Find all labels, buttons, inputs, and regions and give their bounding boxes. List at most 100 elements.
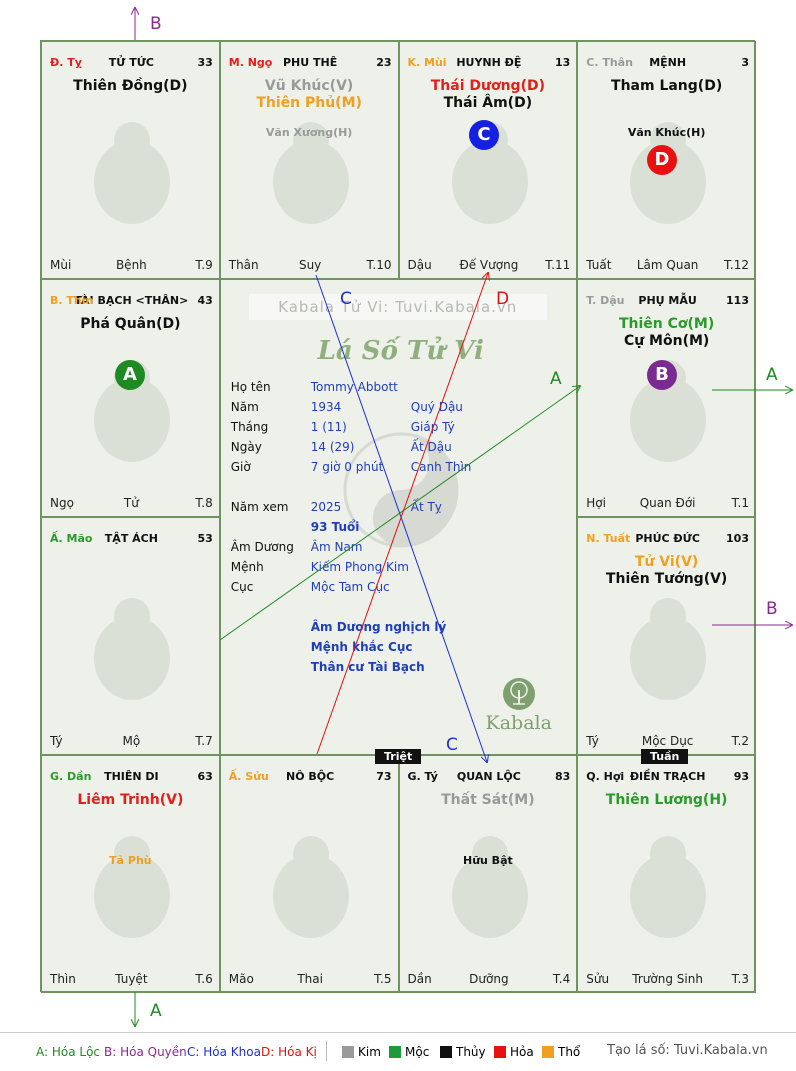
circle-d-marker: D xyxy=(647,145,677,175)
palace-branch: Thân xyxy=(228,258,259,272)
minor-star[interactable]: Văn Khúc(H) xyxy=(627,126,706,139)
palace-month: T.6 xyxy=(195,972,213,986)
site-link[interactable]: Tạo lá số: Tuvi.Kabala.vn xyxy=(607,1043,768,1058)
note-menh-cuc: Mệnh khắc Cục xyxy=(310,640,413,654)
legend-kim: Kim xyxy=(342,1045,381,1059)
zodiac-watermark-icon xyxy=(94,598,170,700)
major-star[interactable]: Vũ Khúc(V) xyxy=(264,78,354,94)
major-star[interactable]: Thiên Cơ(M) xyxy=(618,316,715,332)
label-a-bottom: A xyxy=(150,1001,162,1021)
minor-star[interactable]: Tả Phù xyxy=(109,854,152,867)
palace-branch: Dần xyxy=(407,972,432,986)
major-star[interactable]: Tử Vi(V) xyxy=(634,554,699,570)
value-thang: 1 (11) xyxy=(310,420,347,434)
minor-star[interactable]: Văn Xương(H) xyxy=(265,126,353,139)
value-ho-ten: Tommy Abbott xyxy=(310,380,398,394)
label-am-duong: Âm Dương xyxy=(230,540,294,554)
palace-can-chi: Đ. Tỵ xyxy=(50,56,82,69)
palace-header: TÀI BẠCH <THÂN>B. Thìn 43 xyxy=(50,294,213,308)
triet-tag: Triệt xyxy=(375,749,422,764)
palace-branch: Mùi xyxy=(50,258,72,272)
major-star[interactable]: Thiên Tướng(V) xyxy=(605,571,728,587)
legend-tho: Thổ xyxy=(542,1045,580,1059)
palace-stage: Mộ xyxy=(122,734,141,748)
note-am-duong: Âm Dương nghịch lý xyxy=(310,620,447,634)
major-star[interactable]: Thái Dương(D) xyxy=(430,78,545,94)
watermark-text: Kabala Tử Vi: Tuvi.Kabala.vn xyxy=(278,298,518,316)
palace-name: NÔ BỘC xyxy=(286,770,335,783)
major-star[interactable]: Tham Lang(D) xyxy=(611,78,723,94)
zodiac-watermark-icon xyxy=(94,122,170,224)
palace-can-chi: Q. Hợi xyxy=(586,770,625,783)
label-menh: Mệnh xyxy=(230,560,264,574)
palace-branch: Tý xyxy=(50,734,63,748)
value-ngay-can-chi: Ất Dậu xyxy=(410,440,452,454)
palace-stage: Bệnh xyxy=(115,258,147,272)
palace-age: 83 xyxy=(554,770,571,783)
major-star[interactable]: Thiên Đồng(D) xyxy=(73,78,188,94)
major-star[interactable]: Liêm Trinh(V) xyxy=(77,792,184,808)
palace-stage: Mộc Dục xyxy=(641,734,694,748)
circle-b-marker: B xyxy=(647,360,677,390)
major-star[interactable]: Thiên Phủ(M) xyxy=(256,95,362,111)
palace-name: QUAN LỘC xyxy=(456,770,521,783)
palace-month: T.9 xyxy=(195,258,213,272)
major-star[interactable]: Thất Sát(M) xyxy=(441,792,535,808)
label-b-right: B xyxy=(766,599,778,619)
value-nam-xem: 2025 xyxy=(310,500,342,514)
note-than-cu: Thân cư Tài Bạch xyxy=(310,660,425,674)
major-star[interactable]: Thái Âm(D) xyxy=(443,95,533,111)
palace-age: 113 xyxy=(726,294,749,307)
value-thang-can-chi: Giáp Tý xyxy=(410,420,455,434)
major-star[interactable]: Thiên Lương(H) xyxy=(605,792,728,808)
legend-bar: A: Hóa Lộc B: Hóa Quyền C: Hóa Khoa D: H… xyxy=(0,1032,796,1071)
value-menh: Kiếm Phong Kim xyxy=(310,560,409,574)
major-star[interactable]: Phá Quân(D) xyxy=(80,316,181,332)
major-star[interactable]: Cự Môn(M) xyxy=(623,333,710,349)
palace-age: 103 xyxy=(726,532,749,545)
palace-stage: Suy xyxy=(298,258,322,272)
palace-stage: Quan Đới xyxy=(639,496,696,510)
major-stars: Thái Dương(D)Thái Âm(D) xyxy=(400,78,577,112)
major-stars: Thất Sát(M) xyxy=(400,792,577,809)
value-gio-can-chi: Canh Thìn xyxy=(410,460,472,474)
palace-month: T.3 xyxy=(731,972,749,986)
label-nam-xem: Năm xem xyxy=(230,500,289,514)
palace-name: TÀI BẠCH <THÂN> xyxy=(74,294,189,307)
legend-hoa-quyen: B: Hóa Quyền xyxy=(104,1045,187,1059)
palace-can-chi: B. Thìn xyxy=(50,294,94,307)
palace-stage: Lâm Quan xyxy=(636,258,699,272)
palace-month: T.4 xyxy=(552,972,571,986)
value-ngay: 14 (29) xyxy=(310,440,355,454)
minor-star[interactable]: Hữu Bật xyxy=(462,854,513,867)
legend-hoa-khoa: C: Hóa Khoa xyxy=(187,1045,261,1059)
palace-can-chi: T. Dậu xyxy=(586,294,625,307)
palace-name: MỆNH xyxy=(649,56,687,69)
palace-age: 43 xyxy=(197,294,213,307)
palace-branch: Hợi xyxy=(586,496,606,510)
